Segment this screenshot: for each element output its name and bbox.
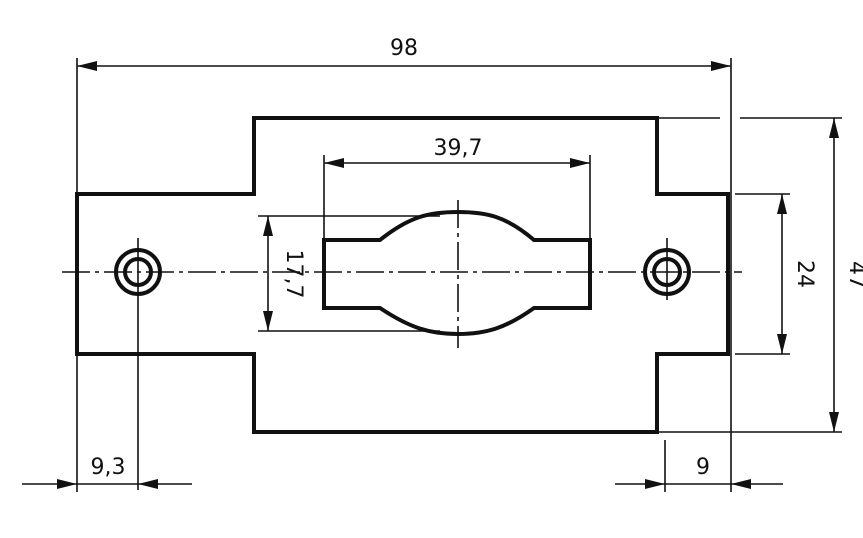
- dimension-slot-height: 17,7: [258, 215, 440, 332]
- dimension-inner-height: 24: [735, 193, 817, 355]
- dim-label-39-7: 39,7: [434, 136, 483, 161]
- dimension-slot-width: 39,7: [323, 136, 591, 240]
- plate-outline: [75, 116, 730, 434]
- central-slot-outline: [322, 209, 592, 337]
- dim-label-17-7: 17,7: [281, 250, 306, 299]
- dim-label-98: 98: [390, 36, 418, 61]
- dimension-left-hole-offset: 9,3: [22, 354, 192, 492]
- dimension-right-step-width: 9: [615, 440, 783, 492]
- dim-label-47: 47: [844, 261, 863, 289]
- dim-label-9: 9: [696, 455, 710, 480]
- dim-label-9-3: 9,3: [91, 455, 126, 480]
- dim-label-24: 24: [792, 260, 817, 288]
- dimension-overall-height: 47: [657, 117, 863, 433]
- dimension-overall-width: 98: [76, 36, 732, 492]
